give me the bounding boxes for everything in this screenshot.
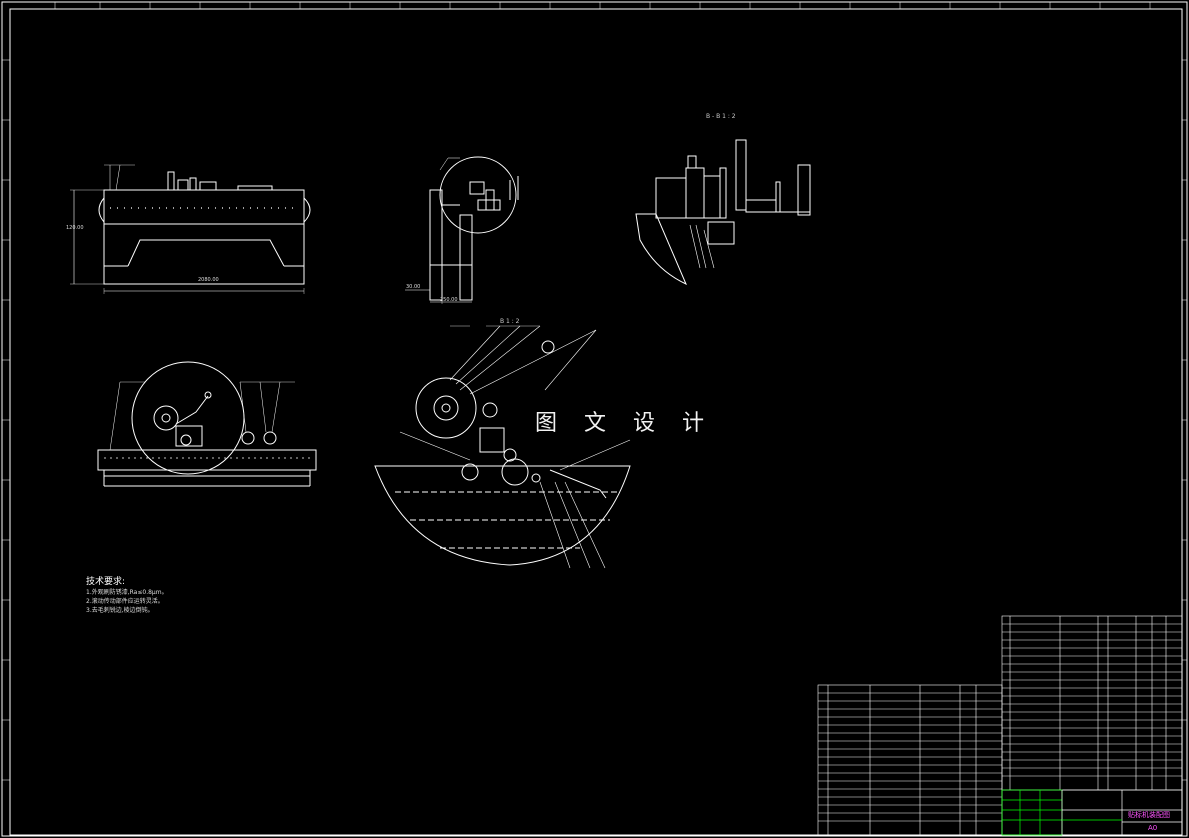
tech-requirement-2: 2.滚动传动部件应运转灵活。 (86, 598, 164, 605)
section-label-top: B - B 1 : 2 (706, 113, 736, 120)
dimension-side-width: 250.00 (440, 297, 458, 303)
dimension-front-length: 2080.00 (198, 277, 219, 283)
dimension-side-height: 30.00 (406, 284, 421, 290)
tech-requirement-3: 3.去毛刺锐边,棱边倒钝。 (86, 607, 154, 614)
watermark-text: 图 文 设 计 (535, 411, 714, 436)
section-label-mid: B 1 : 2 (500, 318, 520, 325)
dimension-front-height: 120.00 (66, 225, 84, 231)
bottom-center-view (374, 325, 631, 569)
title-block-name: 贴标机装配图 (1128, 811, 1170, 819)
parts-list-right (1001, 615, 1183, 836)
front-view (70, 164, 311, 294)
bottom-left-view (97, 361, 317, 487)
section-view-top (635, 139, 811, 286)
title-block-sheet-size: A0 (1148, 824, 1158, 832)
tech-requirements-title: 技术要求: (86, 577, 126, 587)
title-block (1001, 789, 1183, 836)
side-view (405, 156, 519, 304)
tech-requirement-1: 1.外观刷防锈漆,Ra≤0.8μm。 (86, 589, 168, 596)
parts-list-left (817, 684, 1003, 836)
